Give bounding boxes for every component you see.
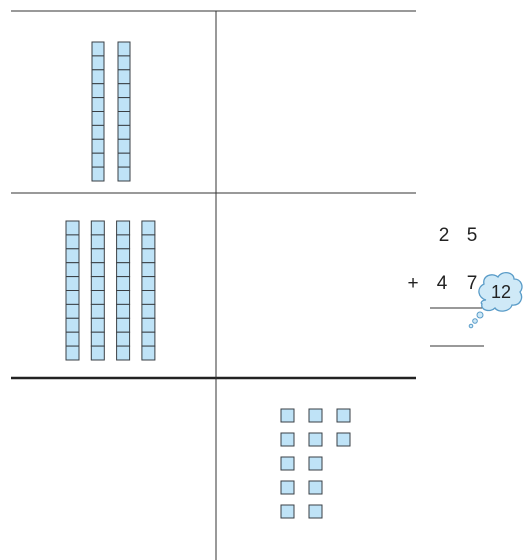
rod-unit-cell — [116, 290, 131, 305]
rod-unit-cell — [90, 248, 105, 264]
rod-unit-cell — [141, 345, 156, 361]
rod-unit-cell — [117, 111, 131, 126]
tens-rod — [90, 220, 105, 361]
rod-unit-cell — [117, 69, 131, 85]
rod-unit-cell — [116, 303, 131, 319]
rod-unit-cell — [116, 248, 131, 264]
rod-unit-cell — [90, 317, 105, 333]
rod-unit-cell — [90, 331, 105, 347]
tens-rod — [116, 220, 131, 361]
rod-unit-cell — [141, 290, 156, 305]
rod-unit-cell — [91, 166, 105, 182]
addend-1-tens-digit: 2 — [439, 225, 450, 246]
rod-unit-cell — [117, 55, 131, 71]
rod-unit-cell — [117, 138, 131, 154]
ones-cube — [308, 408, 323, 423]
tens-rod — [141, 220, 156, 361]
ones-cube — [280, 504, 295, 519]
rod-unit-cell — [117, 97, 131, 112]
ones-cube — [308, 504, 323, 519]
rod-unit-cell — [90, 303, 105, 319]
addition-problem: 2 5 + 4 7 — [407, 225, 484, 347]
rod-unit-cell — [65, 248, 80, 264]
rod-unit-cell — [117, 83, 131, 99]
bubble-dot-large — [476, 311, 484, 319]
rod-unit-cell — [91, 41, 105, 57]
addend-2-tens-digit: 4 — [437, 273, 448, 294]
rod-unit-cell — [65, 331, 80, 347]
plus-sign: + — [407, 273, 418, 294]
rod-unit-cell — [90, 220, 105, 236]
addend-1-ones-digit: 5 — [467, 225, 478, 246]
tens-rod — [65, 220, 80, 361]
ones-cube — [280, 408, 295, 423]
rod-unit-cell — [65, 290, 80, 305]
row-2-tens-rods — [65, 220, 156, 361]
rod-unit-cell — [91, 55, 105, 71]
rod-unit-cell — [91, 69, 105, 85]
rod-unit-cell — [90, 290, 105, 305]
rod-unit-cell — [90, 262, 105, 278]
rod-unit-cell — [65, 345, 80, 361]
rod-unit-cell — [65, 234, 80, 250]
ones-cube — [308, 456, 323, 471]
rod-unit-cell — [116, 331, 131, 347]
rod-unit-cell — [117, 41, 131, 57]
rod-unit-cell — [90, 345, 105, 361]
ones-cube — [280, 432, 295, 447]
tens-rod — [117, 41, 131, 182]
rod-unit-cell — [91, 124, 105, 140]
thought-bubble: 12 — [468, 272, 523, 329]
tens-rod — [91, 41, 105, 182]
rod-unit-cell — [91, 83, 105, 99]
ones-cube — [336, 408, 351, 423]
rod-unit-cell — [117, 166, 131, 182]
cloud-shape-icon — [478, 272, 523, 312]
row-3-ones-cubes — [280, 408, 351, 519]
rod-unit-cell — [141, 317, 156, 333]
rod-unit-cell — [116, 220, 131, 236]
rod-unit-cell — [117, 124, 131, 140]
rod-unit-cell — [141, 262, 156, 278]
ones-cube — [336, 432, 351, 447]
row-1-tens-rods — [91, 41, 131, 182]
rod-unit-cell — [141, 248, 156, 264]
bubble-dot-small — [468, 323, 474, 329]
rod-unit-cell — [91, 138, 105, 154]
rod-unit-cell — [116, 262, 131, 278]
bubble-dot-medium — [472, 318, 478, 324]
ones-cube — [280, 480, 295, 495]
rod-unit-cell — [65, 276, 80, 292]
rod-unit-cell — [141, 276, 156, 292]
rod-unit-cell — [117, 152, 131, 168]
rod-unit-cell — [65, 317, 80, 333]
ones-cube — [280, 456, 295, 471]
rod-unit-cell — [141, 303, 156, 319]
ones-cube — [308, 432, 323, 447]
rod-unit-cell — [116, 345, 131, 361]
rod-unit-cell — [90, 234, 105, 250]
rod-unit-cell — [116, 317, 131, 333]
rod-unit-cell — [65, 220, 80, 236]
ones-cube — [308, 480, 323, 495]
addend-2-ones-digit: 7 — [467, 273, 478, 294]
rod-unit-cell — [65, 262, 80, 278]
rod-unit-cell — [141, 234, 156, 250]
rod-unit-cell — [91, 152, 105, 168]
rod-unit-cell — [141, 220, 156, 236]
rod-unit-cell — [141, 331, 156, 347]
thought-bubble-text: 12 — [491, 282, 511, 302]
rod-unit-cell — [116, 234, 131, 250]
rod-unit-cell — [91, 97, 105, 112]
rod-unit-cell — [116, 276, 131, 292]
rod-unit-cell — [65, 303, 80, 319]
rod-unit-cell — [91, 111, 105, 126]
rod-unit-cell — [90, 276, 105, 292]
